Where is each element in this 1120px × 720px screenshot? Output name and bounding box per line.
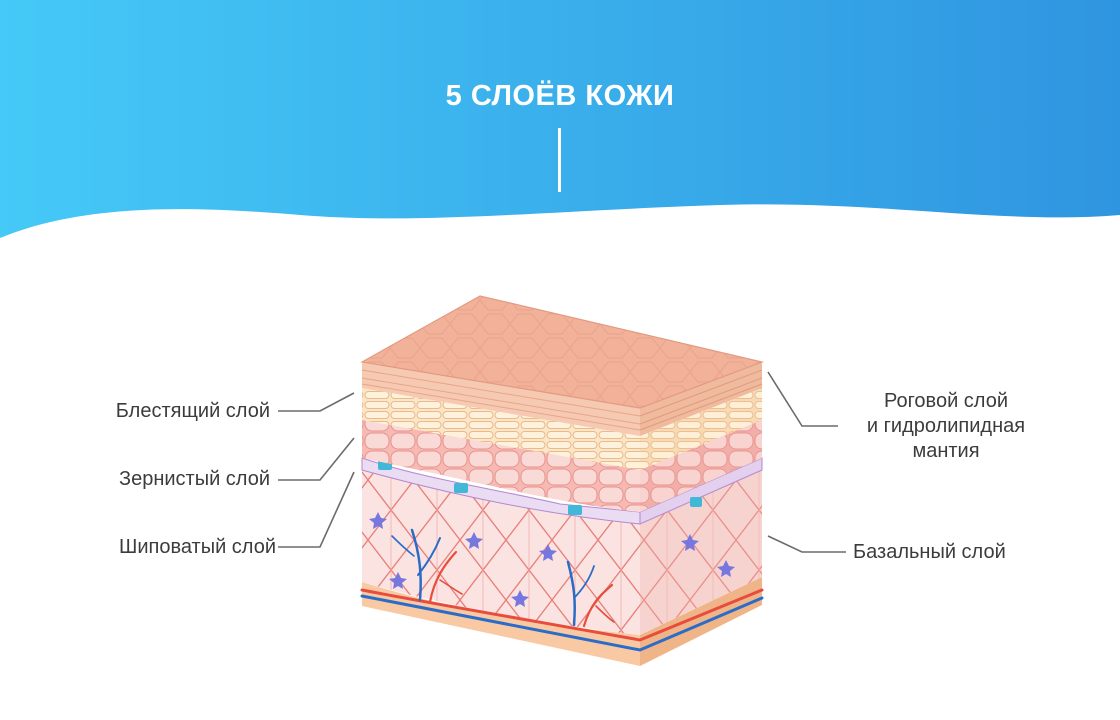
leader-line-spinosum [278, 471, 355, 548]
label-corneum-line1: Роговой слой [883, 390, 1008, 412]
label-granulosum: Зернистый слой [119, 468, 270, 490]
blood-vessels [360, 528, 764, 652]
melanocytes [369, 512, 735, 607]
leader-line-granulosum [278, 437, 355, 481]
leader-line-lucidum [278, 392, 355, 412]
label-spinosum: Шиповатый слой [119, 536, 276, 558]
hypodermis-side [640, 577, 762, 666]
corneum-front [362, 362, 640, 436]
corneum-side [640, 362, 762, 436]
label-corneum-line3: мантия [912, 440, 980, 462]
label-corneum-line2: и гидролипидная [866, 415, 1026, 437]
label-basale: Базальный слой [853, 541, 1006, 563]
title-divider [558, 128, 561, 192]
label-lucidum: Блестящий слой [115, 400, 270, 422]
leader-line-basale [767, 535, 846, 553]
header-wave [0, 0, 1120, 238]
page-title: 5 СЛОЁВ КОЖИ [445, 80, 675, 112]
leader-lines [278, 371, 846, 553]
skin-block [360, 295, 765, 666]
label-corneum: Роговой слой и гидролипидная мантия [836, 389, 1056, 464]
leader-line-corneum [767, 371, 838, 427]
